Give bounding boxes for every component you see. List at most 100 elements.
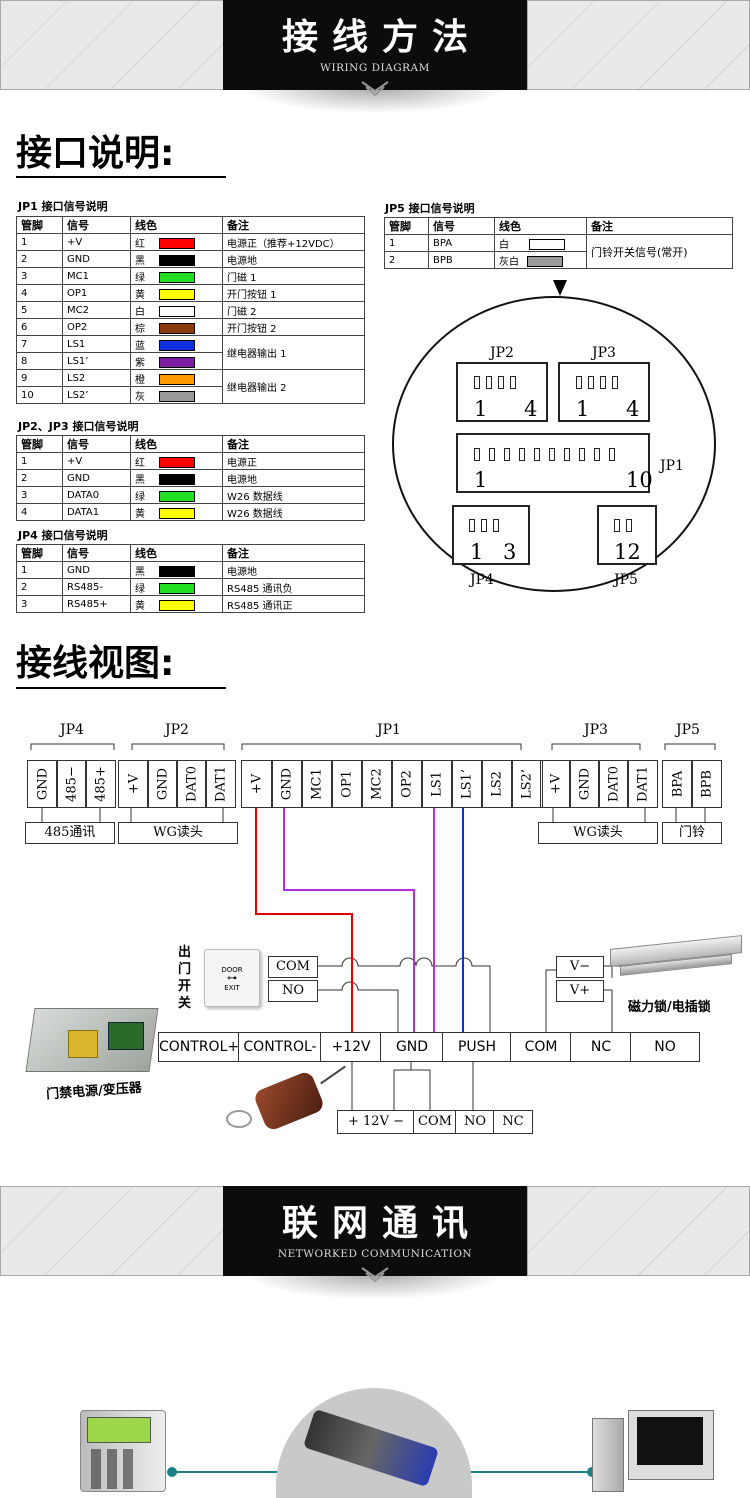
color-swatch xyxy=(159,238,195,249)
connector-pin xyxy=(576,376,582,389)
color-swatch xyxy=(159,272,195,283)
jp1-caption: JP1 接口信号说明 xyxy=(18,200,108,213)
connector-pin xyxy=(504,448,510,461)
connector-pin xyxy=(609,448,615,461)
receiver-terminal: + 12V − xyxy=(337,1110,415,1134)
terminal-block: BPB xyxy=(691,760,722,808)
board-label-jp1: JP1 xyxy=(660,458,684,474)
power-terminal: NC xyxy=(570,1032,632,1062)
receiver-terminal: COM xyxy=(413,1110,457,1134)
lock-v-plus-terminal: V+ xyxy=(556,980,604,1002)
remote-control-image xyxy=(222,1065,346,1138)
group-label-jp3: JP3 xyxy=(584,722,608,738)
connector-pin xyxy=(594,448,600,461)
power-terminal: NO xyxy=(630,1032,700,1062)
color-swatch xyxy=(159,566,195,577)
jp5-note: 门铃开关信号(常开) xyxy=(586,234,733,269)
color-swatch xyxy=(159,583,195,594)
color-swatch xyxy=(159,391,195,402)
jp23-caption: JP2、JP3 接口信号说明 xyxy=(18,420,139,433)
terminal-block: DAT0 xyxy=(598,760,629,808)
board-diagram xyxy=(392,296,716,592)
receiver-terminal: NO xyxy=(455,1110,495,1134)
banner-networking: 联网通讯 NETWORKED COMMUNICATION xyxy=(0,1186,750,1300)
color-swatch xyxy=(159,474,195,485)
terminal-block: LS1 xyxy=(421,760,453,808)
banner-wiring: 接线方法 WIRING DIAGRAM xyxy=(0,0,750,114)
connector-pin xyxy=(486,376,492,389)
color-swatch xyxy=(159,508,195,519)
connector-pin xyxy=(579,448,585,461)
terminal-block: DAT1 xyxy=(627,760,658,808)
connector-pin xyxy=(549,448,555,461)
board-label-jp5: JP5 xyxy=(614,572,638,588)
color-swatch xyxy=(159,600,195,611)
terminal-block: GND xyxy=(271,760,303,808)
board-label-jp2: JP2 xyxy=(490,345,514,361)
section-heading-interface: 接口说明: xyxy=(16,133,175,174)
banner-subtitle: WIRING DIAGRAM xyxy=(320,62,430,74)
jp2-connector xyxy=(456,362,548,422)
connector-pin xyxy=(498,376,504,389)
terminal-block: 485− xyxy=(56,760,87,808)
power-terminal: CONTROL+ xyxy=(158,1032,240,1062)
caption-wg-reader-jp2: WG读头 xyxy=(118,822,238,844)
connector-pin xyxy=(493,519,499,532)
banner-title: 接线方法 xyxy=(281,16,482,58)
exit-switch-label: 出门开关 xyxy=(178,945,192,1011)
connector-pin xyxy=(534,448,540,461)
connector-pin xyxy=(519,448,525,461)
connector-pin xyxy=(481,519,487,532)
connector-pin xyxy=(510,376,516,389)
terminal-block: GND xyxy=(147,760,178,808)
terminal-block: OP2 xyxy=(391,760,423,808)
terminal-block: LS1’ xyxy=(451,760,483,808)
jp4-caption: JP4 接口信号说明 xyxy=(18,529,108,542)
connector-pin xyxy=(600,376,606,389)
group-label-jp2: JP2 xyxy=(165,722,189,738)
color-swatch xyxy=(159,357,195,368)
exit-com-terminal: COM xyxy=(268,956,318,978)
terminal-block: +V xyxy=(241,760,273,808)
arrow-down-icon xyxy=(553,280,567,296)
lock-v-minus-terminal: V− xyxy=(556,956,604,978)
terminal-block: GND xyxy=(27,760,58,808)
jp5-table: 管脚信号 线色备注 1 BPA 白 门铃开关信号(常开) 2 BPB 灰白 xyxy=(384,217,733,269)
terminal-block: 485+ xyxy=(85,760,116,808)
exit-button-image: DOOR ⊶ EXIT xyxy=(204,949,260,1007)
receiver-terminal: NC xyxy=(493,1110,533,1134)
terminal-block: GND xyxy=(569,760,600,808)
color-swatch xyxy=(159,289,195,300)
section-heading-wiring-view: 接线视图: xyxy=(16,643,175,684)
terminal-block: MC1 xyxy=(301,760,333,808)
banner-title: 联网通讯 xyxy=(281,1202,482,1244)
connector-pin xyxy=(489,448,495,461)
key-icon: ⊶ xyxy=(227,973,237,984)
chevron-down-icon xyxy=(361,1267,389,1283)
terminal-block: LS2 xyxy=(481,760,513,808)
power-terminal: CONTROL- xyxy=(238,1032,322,1062)
color-swatch xyxy=(159,491,195,502)
group-label-jp4: JP4 xyxy=(60,722,84,738)
connector-pin xyxy=(469,519,475,532)
board-label-jp3: JP3 xyxy=(592,345,616,361)
caption-doorbell: 门铃 xyxy=(662,822,722,844)
banner-subtitle: NETWORKED COMMUNICATION xyxy=(277,1248,473,1260)
terminal-block: LS2’ xyxy=(511,760,543,808)
terminal-block: OP1 xyxy=(331,760,363,808)
terminal-block: DAT0 xyxy=(176,760,207,808)
